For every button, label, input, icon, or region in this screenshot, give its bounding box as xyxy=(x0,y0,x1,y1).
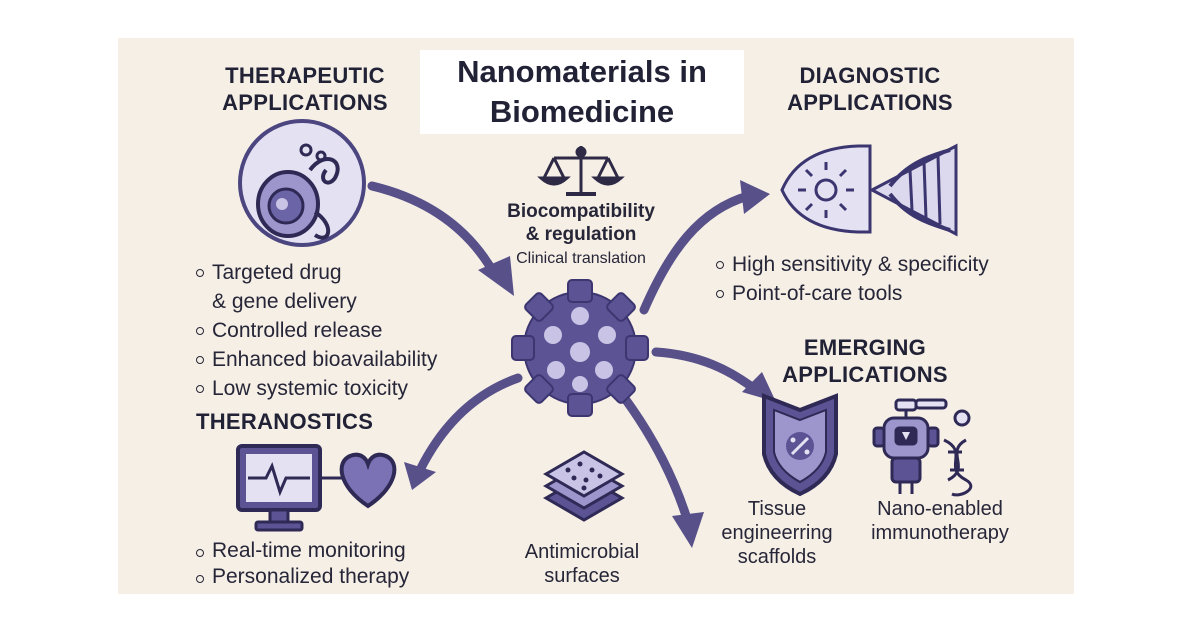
list-item: Real-time monitoring xyxy=(194,538,409,564)
list-item: Enhanced bioavailability xyxy=(194,345,437,374)
title-line-1: Nanomaterials in xyxy=(457,54,707,89)
list-item: Controlled release xyxy=(194,316,437,345)
biocompat-block: Biocompatibility & regulation Clinical t… xyxy=(486,200,676,272)
theranostics-list: Real-time monitoring Personalized therap… xyxy=(194,538,409,590)
antimicrobial-label: Antimicrobial surfaces xyxy=(502,540,662,588)
cell-icon xyxy=(238,119,366,247)
arrow-therapeutic-head xyxy=(478,256,514,296)
biocompat-sub: Clinical translation xyxy=(516,250,646,267)
title-box xyxy=(420,50,744,134)
biocompat-line-2: & regulation xyxy=(525,224,637,245)
arrow-center-to-emerging xyxy=(651,347,761,395)
list-item: Point-of-care tools xyxy=(714,279,989,308)
monitor-icon xyxy=(236,444,350,532)
diagnostic-heading: DIAGNOSTIC APPLICATIONS xyxy=(760,62,980,116)
list-item: High sensitivity & specificity xyxy=(714,250,989,279)
arrow-bottom-head xyxy=(672,512,704,548)
shield-icon xyxy=(762,393,838,497)
emerging-heading-line-2: APPLICATIONS xyxy=(782,362,948,387)
arrows xyxy=(367,180,776,548)
therapeutic-heading: THERAPEUTIC APPLICATIONS xyxy=(200,62,410,116)
heart-icon xyxy=(339,452,397,509)
list-item: Low systemic toxicity xyxy=(194,374,437,403)
diagnostic-heading-line-1: DIAGNOSTIC xyxy=(799,63,941,88)
tissue-line-3: scaffolds xyxy=(737,546,817,568)
theranostics-heading: THERANOSTICS xyxy=(196,409,374,434)
tissue-label: Tissue engineerring scaffolds xyxy=(712,497,842,569)
list-item-continuation: & gene delivery xyxy=(212,290,357,313)
tissue-line-1: Tissue xyxy=(747,498,807,520)
arrow-center-to-bottom xyxy=(621,395,693,527)
robot-dna-icon xyxy=(872,398,973,497)
arrow-diagnostic-head xyxy=(740,180,770,214)
arrow-therapeutic-to-center xyxy=(367,181,500,280)
diagnostic-heading-line-2: APPLICATIONS xyxy=(787,90,953,115)
immunotherapy-label: Nano-enabled immunotherapy xyxy=(860,497,1020,545)
therapeutic-heading-line-1: THERAPEUTIC xyxy=(225,63,385,88)
therapeutic-list: Targeted drug & gene delivery Controlled… xyxy=(194,258,437,403)
diagram-title: Nanomaterials in Biomedicine xyxy=(420,52,744,132)
title-line-2: Biomedicine xyxy=(489,94,675,129)
antimicrobial-line-2: surfaces xyxy=(544,565,620,587)
biocompat-line-1: Biocompatibility xyxy=(507,201,655,222)
antimicrobial-line-1: Antimicrobial xyxy=(524,541,640,563)
arrow-emerging-head xyxy=(742,372,776,402)
list-item: Personalized therapy xyxy=(194,564,409,590)
emerging-heading-line-1: EMERGING xyxy=(803,335,927,360)
diagnostic-list: High sensitivity & specificity Point-of-… xyxy=(714,250,989,308)
tissue-line-2: engineerring xyxy=(721,522,833,544)
nanoparticle-icon xyxy=(511,279,649,417)
layered-surface-icon xyxy=(543,450,625,522)
therapeutic-heading-line-2: APPLICATIONS xyxy=(222,90,388,115)
immuno-line-2: immunotherapy xyxy=(871,522,1009,544)
balance-scale-icon xyxy=(537,146,625,196)
arrow-theranostics-head xyxy=(404,462,436,490)
arrow-center-to-theranostics xyxy=(415,373,523,475)
arrow-center-to-diagnostic xyxy=(639,191,753,315)
immuno-line-1: Nano-enabled xyxy=(877,498,1003,520)
list-item: Targeted drug xyxy=(194,258,437,287)
detection-dna-icon xyxy=(780,143,958,237)
emerging-heading: EMERGING APPLICATIONS xyxy=(760,334,970,388)
